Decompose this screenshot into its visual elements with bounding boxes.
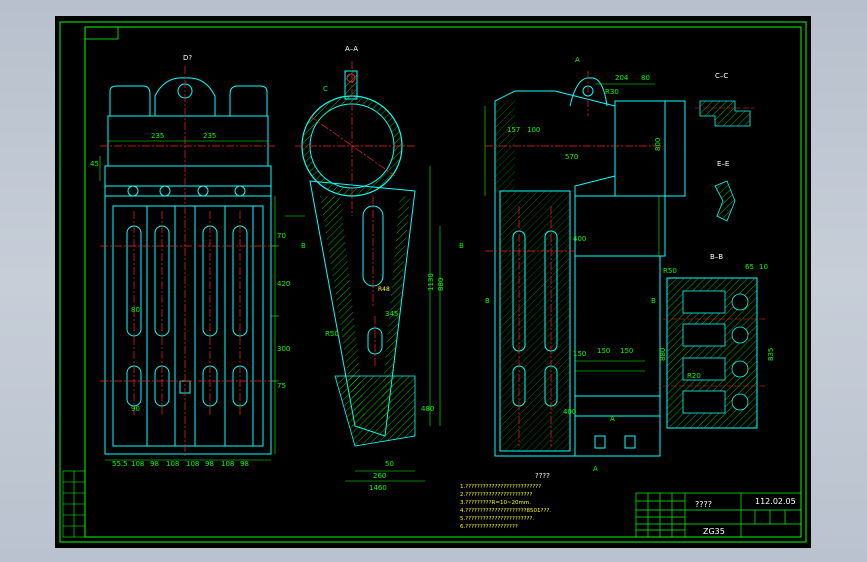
section-aa-title: A–A (345, 45, 358, 53)
note-line: 6.?????????????????? (460, 524, 518, 530)
notes-title: ???? (535, 472, 550, 480)
section-bb-title: B–B (710, 253, 723, 261)
marker-b-rv2: B (651, 297, 656, 305)
bb-835: 835 (767, 348, 775, 361)
left-view-title: D? (183, 54, 192, 62)
inner-frame (84, 26, 802, 538)
drawing-code: 112.02.05 (755, 497, 796, 506)
dim-150b: 150 (597, 347, 610, 355)
dim-150c: 150 (620, 347, 633, 355)
bottom-dim: 108 (131, 460, 144, 468)
bottom-dim: 108 (221, 460, 234, 468)
dim-800: 800 (654, 138, 662, 151)
bb-r50: R50 (663, 267, 677, 275)
bottom-dim: 98 (205, 460, 214, 468)
section-bb-view: B–B R50 R20 65 10 880 835 (659, 253, 775, 429)
dim-right-300: 300 (277, 345, 290, 353)
left-view: D? (90, 54, 290, 468)
note-line: 4.?????????????????????8501???. (460, 508, 551, 514)
dim-150a: 150 (573, 350, 586, 358)
section-ee-view: E–E (714, 160, 736, 222)
section-cc-view: C–C (695, 72, 755, 127)
dim-1460: 1460 (369, 484, 387, 492)
corner-label-box (84, 26, 119, 40)
outer-frame (59, 21, 807, 543)
marker-a-mid: A (610, 415, 615, 423)
bb-10: 10 (759, 263, 768, 271)
dim-400: 400 (563, 408, 576, 416)
section-cc-title: C–C (715, 72, 728, 80)
section-aa-r-label: R50 (325, 330, 339, 338)
dim-side-45: 45 (90, 160, 99, 168)
title-block: ???? 112.02.05 ZG35 (635, 492, 802, 538)
bottom-dim: 98 (150, 460, 159, 468)
dim-slot-90: 90 (131, 405, 140, 413)
dim-480: 480 (421, 405, 434, 413)
dim-top-b: 235 (203, 132, 216, 140)
bottom-dim: 98 (240, 460, 249, 468)
dim-570: 570 (565, 153, 578, 161)
dim-260: 260 (373, 472, 386, 480)
note-line: 5.???????????????????????. (460, 516, 534, 522)
section-aa-view: A–A R50 345 260 1460 (285, 45, 464, 492)
dim-top-a: 235 (151, 132, 164, 140)
bb-880: 880 (659, 348, 667, 361)
dim-157: 157 (507, 126, 520, 134)
dim-400b: 400 (573, 235, 586, 243)
dim-50: 50 (385, 460, 394, 468)
dim-1130: 1130 (427, 273, 435, 291)
dim-right-75: 75 (277, 382, 286, 390)
dim-r48: R48 (378, 286, 390, 293)
dim-r30: R30 (605, 88, 619, 96)
dim-100: 100 (527, 126, 540, 134)
bottom-dimension-row: 55.5 108 98 108 108 98 108 98 (112, 460, 249, 468)
note-line: 2.??????????????????????? (460, 492, 532, 498)
marker-a-top: A (575, 56, 580, 64)
bottom-dim: 108 (186, 460, 199, 468)
dim-right-70: 70 (277, 232, 286, 240)
marker-a-bottom: A (593, 465, 598, 473)
material: ZG35 (703, 527, 725, 536)
bottom-dim: 108 (166, 460, 179, 468)
drawing-canvas: D? (55, 16, 811, 548)
dim-slot-80: 80 (131, 306, 140, 314)
right-view: 204 80 R30 157 100 570 800 150 150 150 4… (484, 56, 686, 473)
marker-b-left: B (301, 242, 306, 250)
section-ee-title: E–E (717, 160, 729, 168)
dim-204: 204 (615, 74, 629, 82)
part-name: ???? (695, 500, 712, 509)
note-line: 3.?????????R=10~20mm. (460, 500, 531, 506)
dim-880: 880 (437, 278, 445, 291)
bottom-dim: 55.5 (112, 460, 128, 468)
technical-notes: ???? 1.?????????????????????????? 2.????… (460, 472, 551, 530)
bb-65: 65 (745, 263, 754, 271)
marker-b-rv: B (485, 297, 490, 305)
cad-drawing: D? (59, 21, 807, 543)
left-side-strip (62, 470, 86, 538)
note-line: 1.?????????????????????????? (460, 484, 541, 490)
dim-80: 80 (641, 74, 650, 82)
dim-345: 345 (385, 310, 398, 318)
marker-c: C (323, 85, 328, 93)
marker-b-right: B (459, 242, 464, 250)
dim-right-420: 420 (277, 280, 290, 288)
bb-r20: R20 (687, 372, 701, 380)
